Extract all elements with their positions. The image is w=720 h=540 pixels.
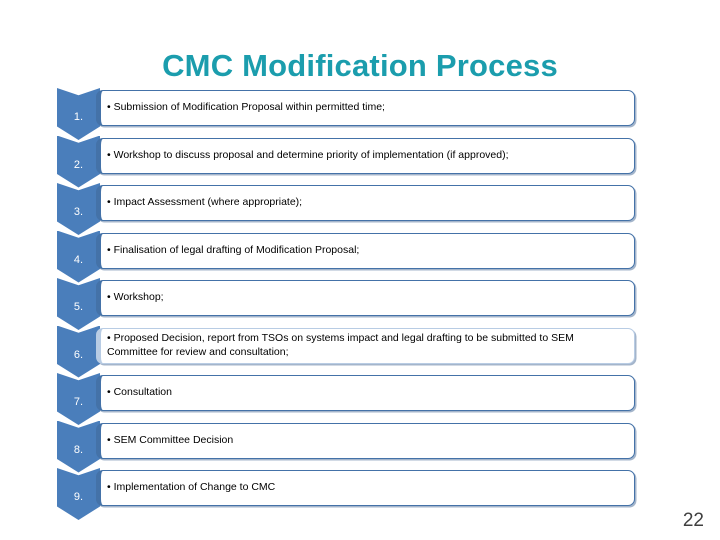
step-text-box[interactable]: • SEM Committee Decision <box>96 422 635 459</box>
step-text: • Workshop; <box>107 291 164 304</box>
chevron-marker-icon: 8. <box>57 420 100 473</box>
process-step-row: 8. • SEM Committee Decision <box>0 420 720 473</box>
step-text: • Proposed Decision, report from TSOs on… <box>107 332 574 358</box>
process-step-row: 7. • Consultation <box>0 373 720 425</box>
step-text: • Impact Assessment (where appropriate); <box>107 196 303 209</box>
chevron-marker-icon: 7. <box>57 373 100 425</box>
step-text-box[interactable]: • Impact Assessment (where appropriate); <box>96 185 635 221</box>
step-number-label: 3. <box>73 206 84 218</box>
process-flow-list: 1. • Submission of Modification Proposal … <box>0 88 720 520</box>
process-step-row: 2. • Workshop to discuss proposal and det… <box>0 135 720 188</box>
process-step-row: 5. • Workshop; <box>0 278 720 330</box>
chevron-marker-icon: 5. <box>57 278 100 330</box>
chevron-marker-icon: 2. <box>57 135 100 188</box>
step-number-label: 7. <box>73 396 84 408</box>
chevron-marker-icon: 4. <box>57 230 100 283</box>
process-step-row: 6. • Proposed Decision, report from TSOs … <box>0 325 720 378</box>
process-step-row: 9. • Implementation of Change to CMC <box>0 468 720 520</box>
step-text-box[interactable]: • Workshop to discuss proposal and deter… <box>96 137 635 174</box>
step-number-label: 5. <box>73 301 84 313</box>
step-text: • SEM Committee Decision <box>107 433 234 446</box>
chevron-marker-icon: 1. <box>57 88 100 140</box>
page-number: 22 <box>682 510 704 531</box>
step-text: • Submission of Modification Proposal wi… <box>107 101 385 114</box>
step-number-label: 8. <box>73 443 84 456</box>
chevron-marker-icon: 9. <box>57 468 100 520</box>
page-title: CMC Modification Process <box>162 48 558 83</box>
chevron-marker-icon: 6. <box>57 325 100 378</box>
process-step-row: 1. • Submission of Modification Proposal … <box>0 88 720 140</box>
step-text-box[interactable]: • Workshop; <box>96 280 635 316</box>
step-text-box[interactable]: • Finalisation of legal drafting of Modi… <box>96 232 635 269</box>
step-text-box[interactable]: • Submission of Modification Proposal wi… <box>96 90 635 126</box>
step-text-box[interactable]: • Implementation of Change to CMC <box>96 470 635 506</box>
step-text-box[interactable]: • Consultation <box>96 375 635 411</box>
step-text-box[interactable]: • Proposed Decision, report from TSOs on… <box>96 327 635 364</box>
process-step-row: 3. • Impact Assessment (where appropriate… <box>0 183 720 235</box>
step-number-label: 9. <box>73 491 84 503</box>
step-number-label: 2. <box>73 158 84 171</box>
step-text: • Finalisation of legal drafting of Modi… <box>107 243 360 256</box>
step-text: • Workshop to discuss proposal and deter… <box>107 148 509 161</box>
process-step-row: 4. • Finalisation of legal drafting of Mo… <box>0 230 720 283</box>
step-number-label: 4. <box>73 253 84 266</box>
chevron-marker-icon: 3. <box>57 183 100 235</box>
step-text: • Consultation <box>107 386 172 399</box>
step-text: • Implementation of Change to CMC <box>107 481 276 494</box>
step-number-label: 6. <box>73 348 84 361</box>
step-number-label: 1. <box>73 111 84 123</box>
